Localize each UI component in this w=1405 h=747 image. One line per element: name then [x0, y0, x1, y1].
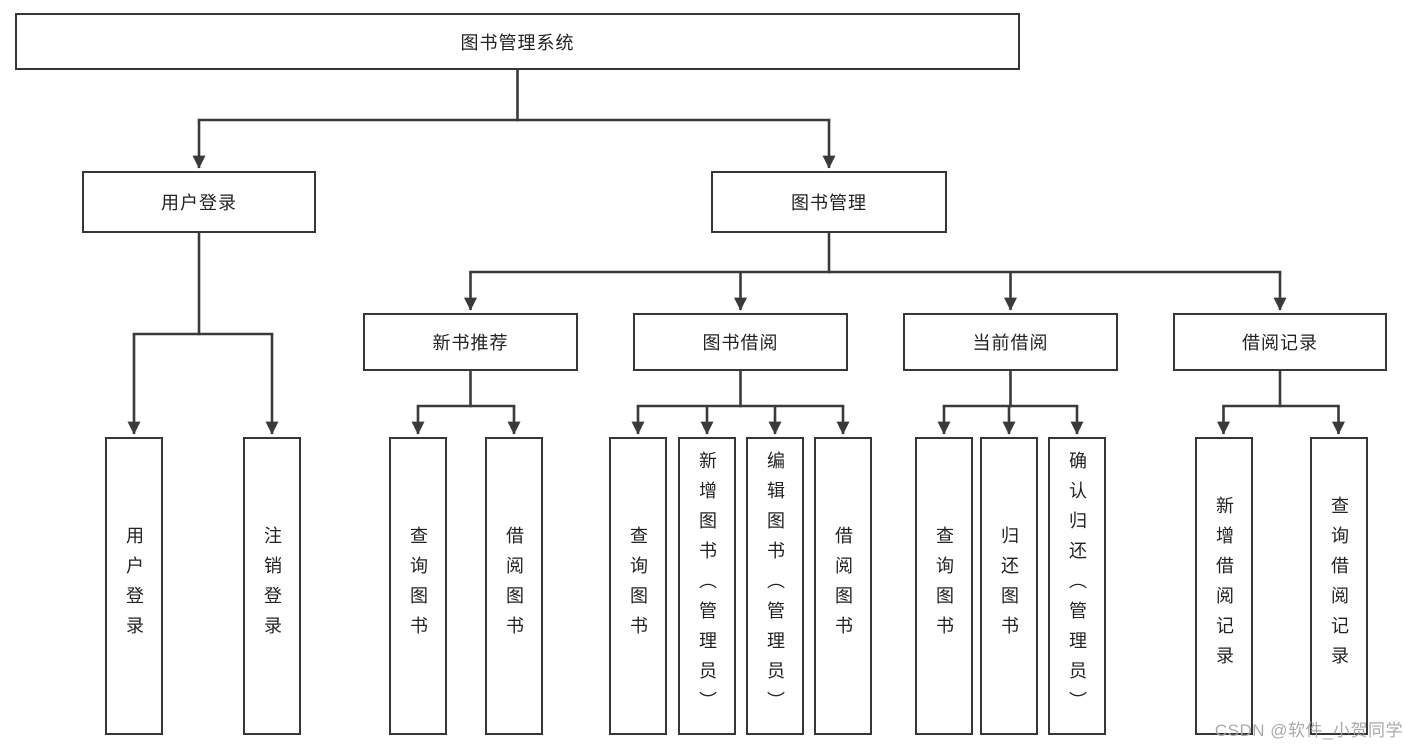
leaf-current-query-book-label: 查询图书 [934, 526, 954, 646]
leaf-borrow-edit-book-label: 编辑图书（管理员） [765, 451, 785, 721]
leaf-borrow-borrow-book-label: 借阅图书 [833, 526, 853, 646]
node-new-book-recommend: 新书推荐 [363, 313, 578, 371]
leaf-borrow-borrow-book: 借阅图书 [814, 437, 872, 735]
leaf-borrow-query-book-label: 查询图书 [628, 526, 648, 646]
leaf-current-query-book: 查询图书 [915, 437, 973, 735]
leaf-logout-label: 注销登录 [262, 526, 282, 646]
node-current-borrowing-label: 当前借阅 [972, 333, 1049, 353]
leaf-borrow-query-book: 查询图书 [609, 437, 667, 735]
leaf-record-query-record-label: 查询借阅记录 [1329, 496, 1349, 676]
leaf-recommend-query-book-label: 查询图书 [408, 526, 428, 646]
leaf-current-return-book: 归还图书 [980, 437, 1038, 735]
node-borrowing-records-label: 借阅记录 [1242, 333, 1318, 353]
watermark: CSDN @软件_小贺同学 [1214, 721, 1403, 740]
leaf-recommend-borrow-book: 借阅图书 [485, 437, 543, 735]
leaf-borrow-add-book: 新增图书（管理员） [678, 437, 736, 735]
leaf-record-query-record: 查询借阅记录 [1310, 437, 1368, 735]
node-root-label: 图书管理系统 [460, 32, 575, 53]
node-user-login: 用户登录 [82, 171, 316, 233]
node-book-management-label: 图书管理 [791, 193, 867, 213]
node-new-book-recommend-label: 新书推荐 [432, 333, 509, 353]
leaf-recommend-borrow-book-label: 借阅图书 [504, 526, 524, 646]
leaf-recommend-query-book: 查询图书 [389, 437, 447, 735]
node-book-management: 图书管理 [711, 171, 947, 233]
leaf-borrow-edit-book: 编辑图书（管理员） [746, 437, 804, 735]
leaf-borrow-add-book-label: 新增图书（管理员） [697, 451, 717, 721]
node-current-borrowing: 当前借阅 [903, 313, 1118, 371]
leaf-user-login-label: 用户登录 [124, 526, 144, 646]
leaf-record-add-record: 新增借阅记录 [1195, 437, 1253, 735]
node-borrowing-records: 借阅记录 [1173, 313, 1387, 371]
leaf-current-confirm-return-label: 确认归还（管理员） [1067, 451, 1087, 721]
node-book-borrowing: 图书借阅 [633, 313, 848, 371]
leaf-current-return-book-label: 归还图书 [999, 526, 1019, 646]
node-user-login-label: 用户登录 [161, 193, 237, 213]
node-book-borrowing-label: 图书借阅 [702, 333, 779, 353]
leaf-current-confirm-return: 确认归还（管理员） [1048, 437, 1106, 735]
node-root: 图书管理系统 [15, 13, 1020, 70]
leaf-user-login: 用户登录 [105, 437, 163, 735]
leaf-logout: 注销登录 [243, 437, 301, 735]
leaf-record-add-record-label: 新增借阅记录 [1214, 496, 1234, 676]
